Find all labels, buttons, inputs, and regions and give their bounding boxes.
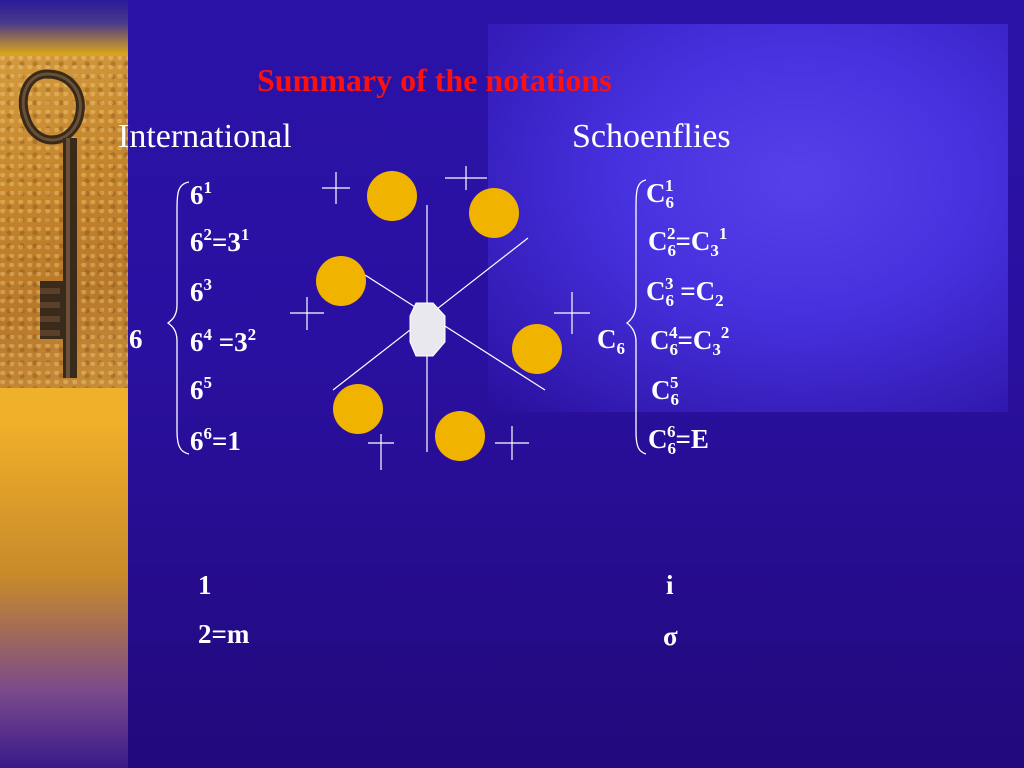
motif-circle (316, 256, 366, 306)
key-icon (18, 69, 85, 378)
international-row: 63 (190, 275, 212, 307)
hexad-symbol (409, 302, 446, 357)
schoenflies-row: C64=C32 (650, 323, 730, 359)
motif-circle (435, 411, 485, 461)
international-row: 62=31 (190, 225, 250, 257)
schoenflies-row: C61 (646, 176, 674, 212)
background-glow (488, 24, 1008, 412)
international-group-label: 6 (129, 324, 143, 354)
international-row: 64 =32 (190, 325, 257, 357)
international-brace (166, 181, 190, 455)
international-extra-2: 2=m (198, 619, 250, 649)
schoenflies-row: C62=C31 (648, 224, 728, 260)
motif-circle (367, 171, 417, 221)
schoenflies-extra-2: σ (663, 621, 678, 651)
schoenflies-row: C65 (651, 373, 679, 409)
old-key-image (0, 56, 128, 388)
international-header: International (118, 118, 292, 155)
international-extra-1: 1 (198, 570, 212, 600)
international-row: 65 (190, 373, 212, 405)
schoenflies-header: Schoenflies (572, 118, 731, 155)
international-row: 66=1 (190, 424, 241, 456)
schoenflies-row: C66=E (648, 422, 709, 458)
slide-title: Summary of the notations (257, 62, 612, 98)
schoenflies-extra-1: i (666, 570, 674, 600)
motif-circle (469, 188, 519, 238)
schoenflies-group-label: C6 (597, 324, 625, 358)
motif-circle (512, 324, 562, 374)
international-row: 61 (190, 178, 212, 210)
schoenflies-brace (625, 179, 647, 455)
schoenflies-row: C63 =C2 (646, 274, 724, 310)
motif-circle (333, 384, 383, 434)
